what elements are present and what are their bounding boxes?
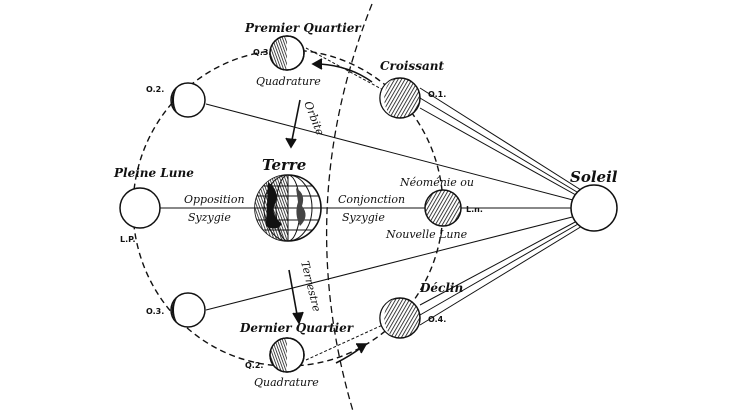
moon-o2 xyxy=(170,82,206,118)
ray-o3 xyxy=(205,211,593,311)
label-o4: O.4. xyxy=(428,315,446,324)
moon-nouvelle-lune xyxy=(424,189,462,227)
label-neomenie: Néoménie ou xyxy=(399,176,474,189)
label-o1: O.1. xyxy=(428,90,446,99)
direction-arrows xyxy=(285,58,373,364)
arrow-bottom-curve xyxy=(335,346,363,364)
label-o3: O.3. xyxy=(146,307,164,316)
label-premier-quartier: Premier Quartier xyxy=(244,21,362,35)
sun-rays xyxy=(160,47,593,361)
ray-q2 xyxy=(305,317,399,361)
label-quadrature-top: Quadrature xyxy=(256,75,321,88)
label-q3: Q.3. xyxy=(253,48,271,57)
arrow-top-head xyxy=(311,58,323,70)
label-declin: Déclin xyxy=(419,281,463,295)
label-croissant: Croissant xyxy=(380,59,444,73)
moon-croissant xyxy=(379,77,421,119)
label-conjonction: Conjonction xyxy=(338,193,405,206)
earth-orbit-arc xyxy=(325,3,373,411)
moon-pleine-lune xyxy=(119,187,161,229)
label-terrestre: Terrestre xyxy=(298,260,323,314)
label-syzygie-left: Syzygie xyxy=(188,211,231,224)
label-nouvelle-lune: Nouvelle Lune xyxy=(385,228,468,241)
earth-globe xyxy=(254,174,322,242)
moon-declin xyxy=(379,297,421,339)
ray-croissant-c xyxy=(419,107,593,205)
arrow-orbite-head xyxy=(285,137,297,149)
label-soleil: Soleil xyxy=(570,168,618,186)
ray-declin-a xyxy=(419,212,593,306)
arrow-top-curve xyxy=(319,63,373,83)
ray-declin-b xyxy=(419,215,593,316)
label-lp: L.P. xyxy=(120,235,136,244)
label-quadrature-bottom: Quadrature xyxy=(254,376,319,389)
label-ln: L.n. xyxy=(466,205,483,214)
ray-o2 xyxy=(205,103,593,206)
label-opposition: Opposition xyxy=(184,193,245,206)
moon-premier-quartier xyxy=(269,35,305,71)
ray-croissant-a xyxy=(419,87,593,198)
arrow-terrestre xyxy=(288,269,299,321)
label-pleine-lune: Pleine Lune xyxy=(113,166,194,180)
ray-declin-c xyxy=(419,219,593,326)
sun xyxy=(570,184,618,232)
moon-dernier-quartier xyxy=(269,337,305,373)
ray-croissant-b xyxy=(419,97,593,202)
label-syzygie-right: Syzygie xyxy=(342,211,385,224)
arrow-orbite xyxy=(290,99,301,146)
label-terre: Terre xyxy=(262,156,306,174)
arrow-terrestre-head xyxy=(292,311,304,325)
label-q2: Q.2. xyxy=(245,361,263,370)
moon-o3 xyxy=(170,292,206,328)
label-dernier-quartier: Dernier Quartier xyxy=(239,321,355,335)
arrow-bottom-head xyxy=(356,343,368,354)
label-orbite: Orbite xyxy=(301,99,327,137)
label-o2: O.2. xyxy=(146,85,164,94)
